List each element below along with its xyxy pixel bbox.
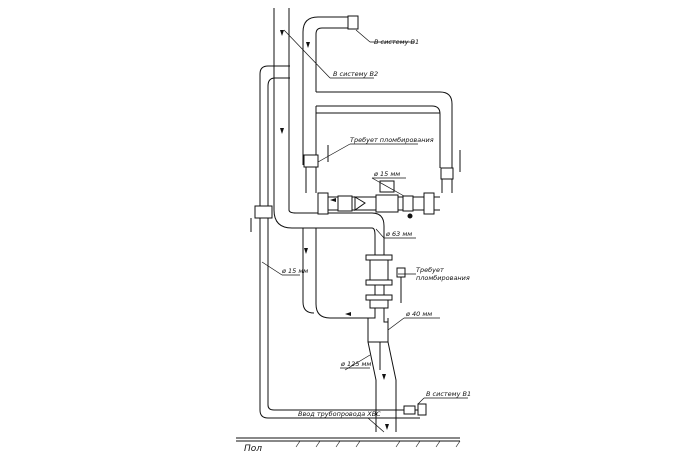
- main-riser: [273, 8, 372, 229]
- label-floor: Пол: [244, 444, 262, 454]
- label-dia-63: ø 63 мм: [385, 230, 412, 238]
- label-dia-125: ø 125 мм: [340, 360, 371, 368]
- bottom-b1-branch: [403, 403, 427, 416]
- label-requires-sealing-mid: Требует пломбирования: [416, 266, 470, 282]
- floor-line: [236, 437, 461, 448]
- meter-assembly: [317, 180, 440, 219]
- label-dia-40: ø 40 мм: [405, 310, 432, 318]
- right-loop: [316, 91, 453, 168]
- label-requires-sealing-top: Требует пломбирования: [350, 136, 434, 144]
- valve-legs: [303, 145, 461, 193]
- label-dia-15-upper: ø 15 мм: [373, 170, 400, 178]
- bypass-line: [259, 65, 420, 419]
- leader-lines: [261, 29, 468, 433]
- label-dia-15-left: ø 15 мм: [281, 267, 308, 275]
- bypass-valve: [250, 205, 273, 232]
- label-to-system-b2: В систему В2: [333, 70, 378, 78]
- upper-b1-branch: [302, 15, 359, 165]
- label-to-system-b1-bottom: В систему В1: [426, 390, 471, 398]
- label-inlet: Ввод трубопровода ХВС: [298, 410, 381, 418]
- flow-arrows: [280, 30, 389, 430]
- label-to-system-b1-top: В систему В1: [374, 38, 419, 46]
- inlet-riser: [302, 212, 406, 323]
